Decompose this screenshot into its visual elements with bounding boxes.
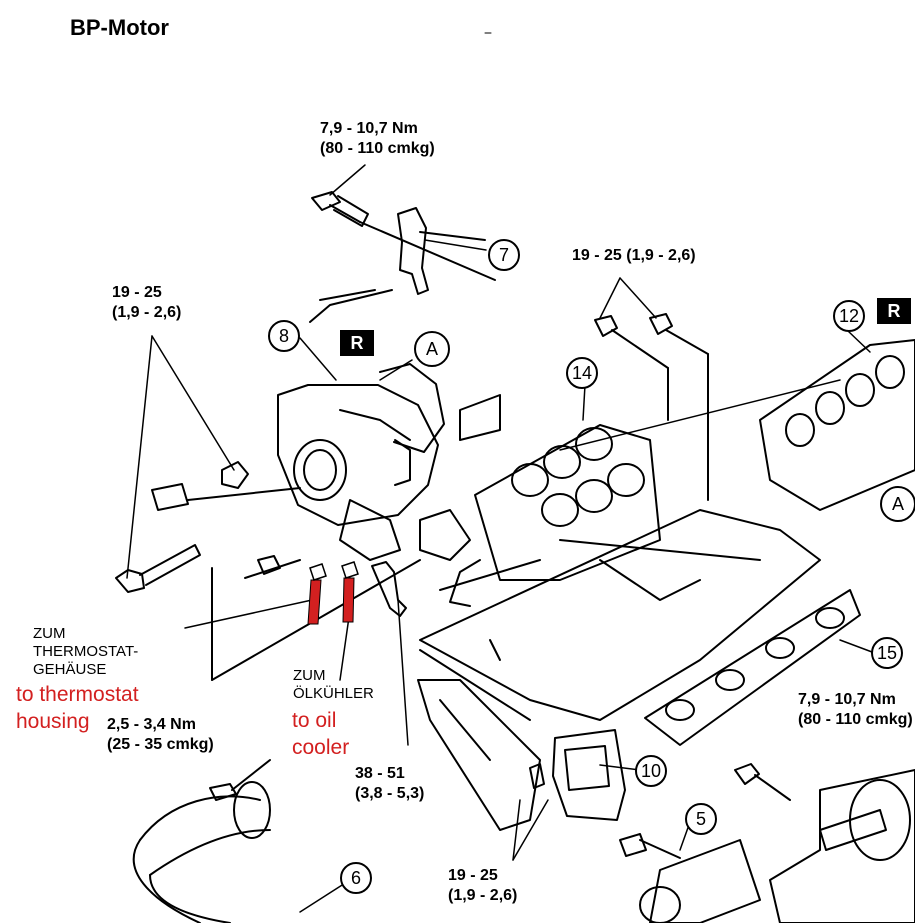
diagram-title: BP-Motor [70,15,169,40]
part-number-12: 12 [833,300,865,332]
part-number-10: 10 [635,755,667,787]
torque-label-top-cmkg: (80 - 110 cmkg) [320,140,435,157]
thermostat-label-de-line1: ZUM [33,625,66,642]
torque-label-lower-mid-nm: 38 - 51 [355,765,405,782]
lower-manifold-drawing [419,509,821,721]
thermostat-pipe-highlight [307,579,322,625]
top-bracket-drawing [309,191,496,323]
r-marker-right: R [877,298,911,324]
lower-bracket-drawing [417,679,541,831]
view-marker-a-left: A [414,331,450,367]
intake-hose-drawing [132,759,271,923]
part-number-15: 15 [871,637,903,669]
upper-manifold-drawing [459,313,709,581]
coolant-pipe-highlights [307,561,359,625]
part-number-5: 5 [685,803,717,835]
air-flow-sensor-drawing [619,833,761,923]
thermostat-label-de-line2: THERMOSTAT- [33,643,139,660]
oilcooler-label-en-line1: to oil [292,709,337,732]
view-marker-a-right: A [880,486,915,522]
oilcooler-label-de-line1: ZUM [293,667,326,684]
left-small-parts-drawing [115,461,421,681]
bottom-right-housing-drawing [734,763,915,923]
thermostat-label-de-line3: GEHÄUSE [33,661,107,678]
leader-lines [126,164,881,913]
part-number-14: 14 [566,357,598,389]
part-number-6: 6 [340,862,372,894]
torque-label-bottom-cmkg: (1,9 - 2,6) [448,887,518,904]
torque-label-right-nm: 7,9 - 10,7 Nm [798,691,896,708]
thermostat-label-en-line1: to thermostat [16,683,139,706]
right-gasket-drawing [759,339,915,511]
oilcooler-pipe-highlight [342,577,355,623]
part-number-7: 7 [488,239,520,271]
oilcooler-label-de-line2: ÖLKÜHLER [293,685,374,702]
port-gasket-drawing [644,589,861,746]
r-marker-left: R [340,330,374,356]
torque-label-left-cmkg: (1,9 - 2,6) [112,304,182,321]
torque-label-lower-left-nm: 2,5 - 3,4 Nm [107,716,196,733]
torque-label-left-nm: 19 - 25 [112,284,162,301]
bracket-10-drawing [529,729,626,821]
torque-label-top-nm: 7,9 - 10,7 Nm [320,120,418,137]
torque-label-bottom-nm: 19 - 25 [448,867,498,884]
oilcooler-label-en-line2: cooler [292,736,350,759]
torque-label-lower-mid-cmkg: (3,8 - 5,3) [355,785,425,802]
torque-label-upper-mid: 19 - 25 (1,9 - 2,6) [572,247,696,264]
thermostat-label-en-line2: housing [16,710,90,733]
part-number-8: 8 [268,320,300,352]
torque-label-right-cmkg: (80 - 110 cmkg) [798,711,913,728]
torque-label-lower-left-cmkg: (25 - 35 cmkg) [107,736,214,753]
